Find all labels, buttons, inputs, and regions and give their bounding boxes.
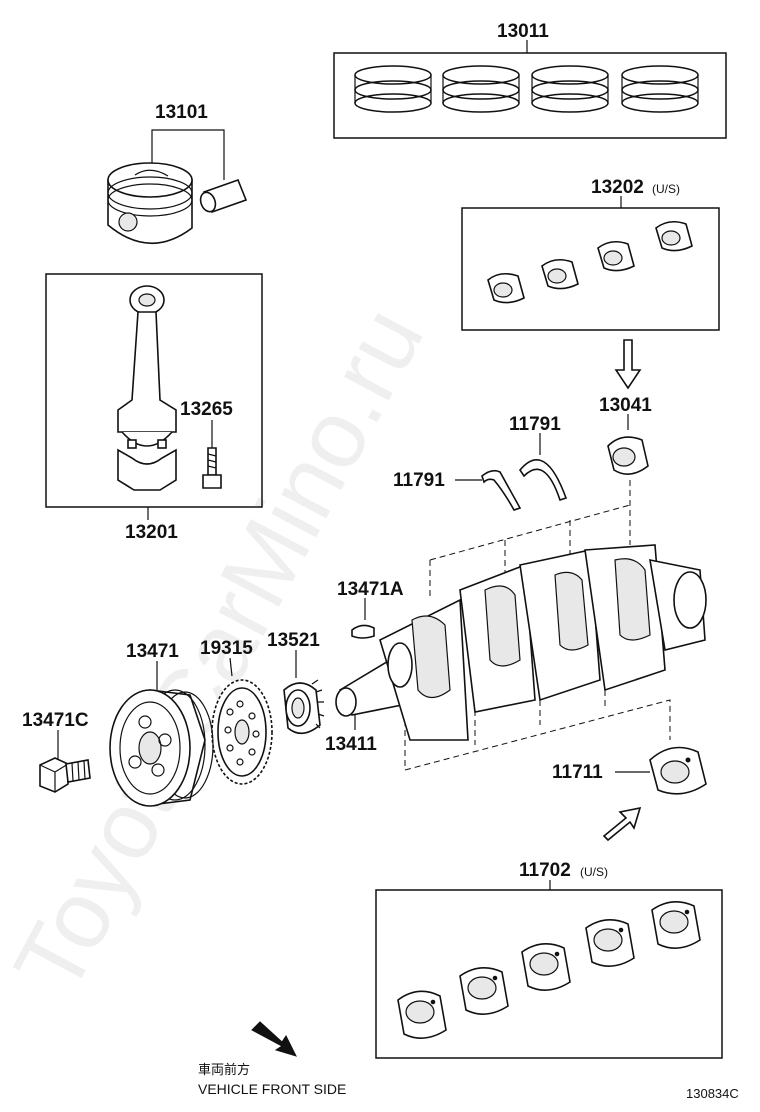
label-13201[interactable]: 13201	[125, 522, 178, 543]
label-13411[interactable]: 13411	[325, 734, 377, 755]
pulley-bolt-group[interactable]: 13471C	[22, 710, 91, 793]
main-bearing-group[interactable]: 11711	[552, 746, 707, 795]
label-11791-upper[interactable]: 11791	[509, 414, 561, 435]
main-bearing-set-group[interactable]: 11702 (U/S)	[375, 860, 723, 1059]
conrod-bearing-group[interactable]: 13202 (U/S)	[461, 177, 720, 331]
piston-ring-set-2	[442, 65, 520, 113]
connecting-rod-icon	[117, 285, 177, 491]
label-11702[interactable]: 11702	[519, 860, 571, 881]
arrow-down-icon	[614, 339, 642, 390]
piston-pin-icon	[199, 178, 248, 214]
piston-ring-set-1	[354, 65, 432, 113]
vehicle-front-japanese: 車両前方	[198, 1062, 250, 1078]
crank-gear-icon	[283, 679, 325, 735]
timing-sprocket-icon	[211, 679, 273, 785]
pulley-group[interactable]: 13471	[109, 641, 214, 807]
crankshaft-group[interactable]: 13411	[325, 480, 707, 771]
thrust-washer-lower-icon	[481, 469, 522, 511]
front-arrow-icon	[251, 1021, 297, 1057]
piston-icon	[107, 162, 193, 245]
thrust-washer-upper-group[interactable]: 11791	[509, 414, 568, 502]
key-group[interactable]: 13471A	[337, 579, 404, 639]
conrod-bearing-shells-icon	[487, 220, 693, 304]
piston-ring-set-3	[531, 65, 609, 113]
label-13041[interactable]: 13041	[599, 395, 652, 416]
label-13202[interactable]: 13202	[591, 177, 644, 198]
label-11711[interactable]: 11711	[552, 762, 603, 783]
label-13265[interactable]: 13265	[180, 399, 233, 420]
label-13101[interactable]: 13101	[155, 102, 208, 123]
label-13011[interactable]: 13011	[497, 21, 549, 42]
crankshaft-pulley-icon	[109, 689, 214, 807]
crankshaft-icon	[335, 544, 707, 741]
pulley-bolt-icon	[39, 757, 91, 793]
main-bearing-icon	[649, 746, 707, 795]
label-13202-us: (U/S)	[652, 182, 680, 196]
label-11791-lower[interactable]: 11791	[393, 470, 445, 491]
woodruff-key-icon	[351, 624, 375, 639]
piston-group[interactable]: 13101	[107, 102, 248, 245]
conrod-bearing-box	[461, 207, 720, 331]
piston-ring-set-4	[621, 65, 699, 113]
main-bearing-shells-icon	[397, 901, 701, 1039]
connecting-rod-group[interactable]: 13265 13201	[45, 273, 263, 543]
arrow-up-right-icon	[602, 806, 642, 842]
label-11702-us: (U/S)	[580, 865, 608, 879]
vehicle-front-english: VEHICLE FRONT SIDE	[198, 1081, 346, 1097]
conrod-bolt-icon	[202, 447, 222, 489]
label-13471a[interactable]: 13471A	[337, 579, 404, 600]
thrust-washer-lower-group[interactable]: 11791	[393, 469, 522, 511]
connecting-rod-box	[45, 273, 263, 508]
diagram-reference-code: 130834C	[686, 1086, 739, 1101]
bearing-13041-group[interactable]: 13041	[599, 395, 652, 475]
vehicle-front-indicator: 車両前方 VEHICLE FRONT SIDE	[198, 1021, 346, 1097]
crank-gear-group[interactable]: 13521	[267, 630, 325, 735]
bearing-13041-icon	[607, 436, 649, 475]
label-13521[interactable]: 13521	[267, 630, 320, 651]
label-19315[interactable]: 19315	[200, 638, 253, 659]
main-bearing-set-box	[375, 889, 723, 1059]
thrust-washer-upper-icon	[519, 459, 568, 502]
label-13471[interactable]: 13471	[126, 641, 179, 662]
piston-rings-group[interactable]: 13011	[333, 21, 727, 139]
piston-rings-box	[333, 52, 727, 139]
timing-gear-group[interactable]: 19315	[200, 638, 273, 785]
label-13471c[interactable]: 13471C	[22, 710, 89, 731]
